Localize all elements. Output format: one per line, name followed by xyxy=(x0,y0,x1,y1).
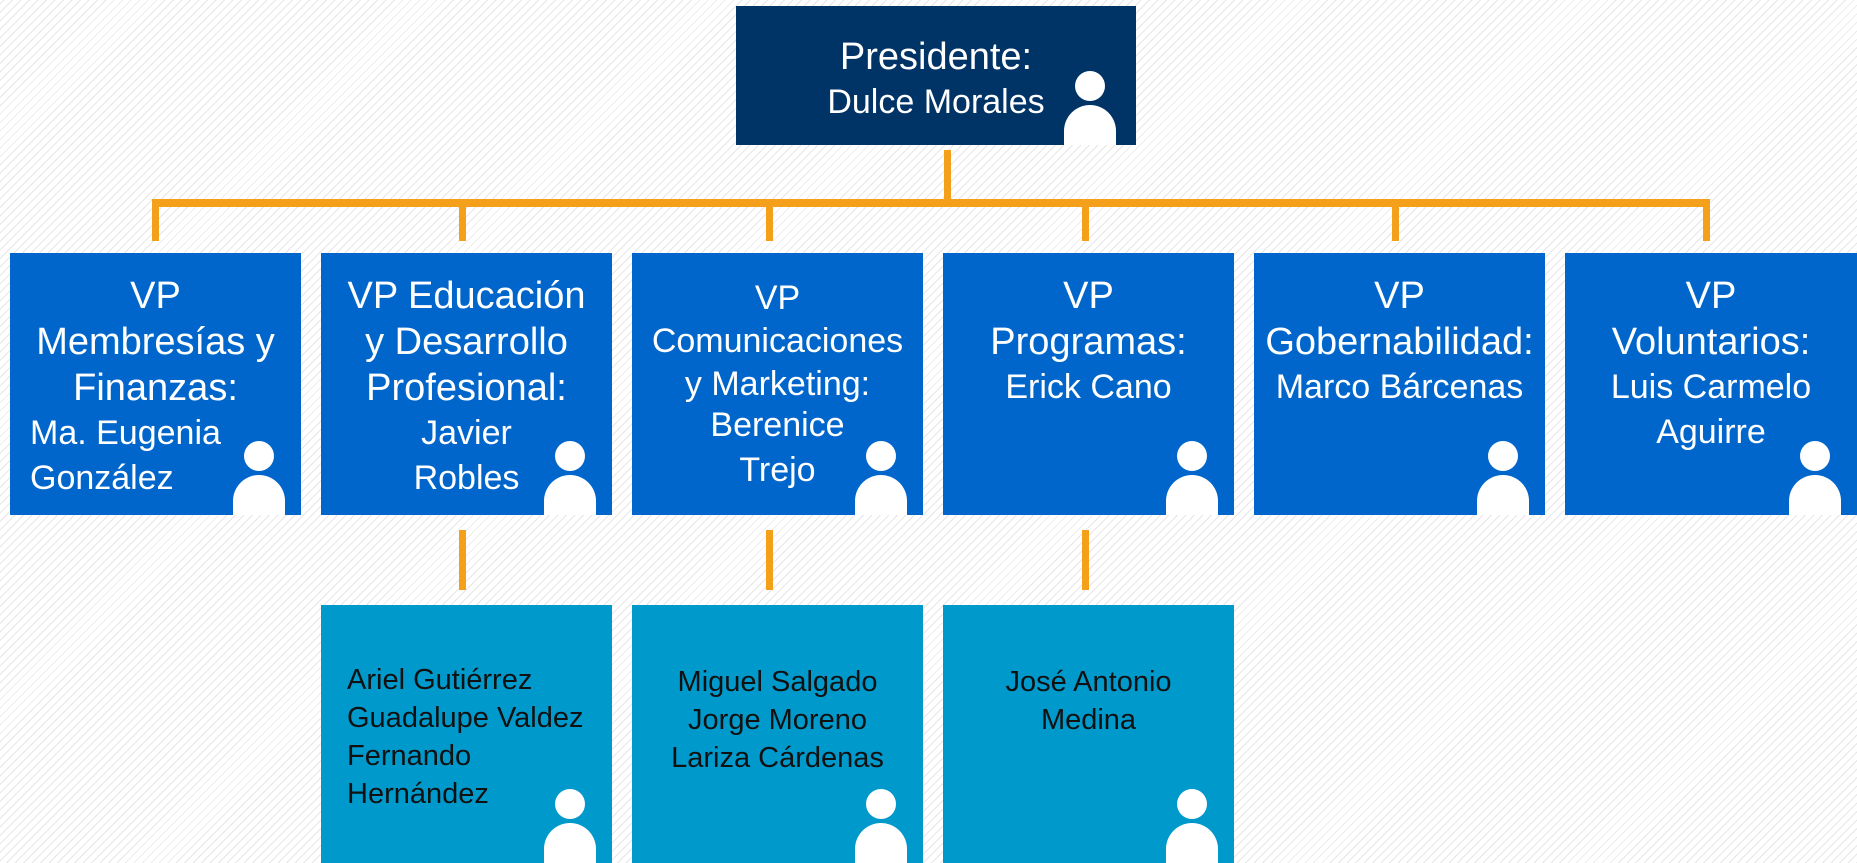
team-member: José Antonio xyxy=(1005,666,1172,698)
vp-title-line: VP xyxy=(1685,275,1737,317)
connector-vp-4 xyxy=(1082,199,1089,241)
vp-name-line: Trejo xyxy=(739,451,816,489)
person-icon xyxy=(1166,441,1218,515)
person-icon xyxy=(544,441,596,515)
vp-title-line: y Marketing: xyxy=(684,365,871,403)
team-members: Miguel Salgado Jorge Moreno Lariza Cárde… xyxy=(632,663,923,777)
vp-title-line: VP xyxy=(754,279,801,317)
vp-title: VP Educación y Desarrollo Profesional: xyxy=(321,273,612,411)
vp-title: VP Membresías y Finanzas: xyxy=(10,273,301,411)
team-member: Medina xyxy=(1040,704,1137,736)
vp-box-voluntarios: VP Voluntarios: Luis Carmelo Aguirre xyxy=(1565,253,1857,515)
vp-name: Berenice Trejo xyxy=(632,403,923,493)
vp-name-line: González xyxy=(30,459,174,497)
vp-name-line: Javier xyxy=(421,414,512,452)
team-box-programas: José Antonio Medina xyxy=(943,605,1234,863)
vp-title-line: Membresías y xyxy=(36,321,275,363)
vp-name-line: Luis Carmelo xyxy=(1610,368,1812,406)
person-icon xyxy=(855,789,907,863)
vp-title-line: Voluntarios: xyxy=(1611,321,1811,363)
person-icon xyxy=(233,441,285,515)
vp-name: Erick Cano xyxy=(943,365,1234,410)
vp-name: Marco Bárcenas xyxy=(1254,365,1545,410)
team-box-educacion: Ariel Gutiérrez Guadalupe Valdez Fernand… xyxy=(321,605,612,863)
vp-box-comunicaciones: VP Comunicaciones y Marketing: Berenice … xyxy=(632,253,923,515)
vp-name-line: Marco Bárcenas xyxy=(1275,368,1524,406)
vp-name: Ma. Eugenia González xyxy=(30,411,221,501)
connector-vp-2 xyxy=(459,199,466,241)
team-member: Hernández xyxy=(347,778,489,810)
vp-title-line: Finanzas: xyxy=(73,367,238,409)
team-member: Ariel Gutiérrez xyxy=(347,664,533,696)
team-box-comunicaciones: Miguel Salgado Jorge Moreno Lariza Cárde… xyxy=(632,605,923,863)
vp-title-line: VP xyxy=(1374,275,1425,317)
connector-vp-5 xyxy=(1392,199,1399,241)
team-members: Ariel Gutiérrez Guadalupe Valdez Fernand… xyxy=(347,661,583,813)
team-member: Jorge Moreno xyxy=(688,704,867,736)
vp-title-line: Programas: xyxy=(990,321,1187,363)
vp-title-line: y Desarrollo xyxy=(365,321,568,363)
team-member: Fernando xyxy=(347,740,472,772)
vp-box-programas: VP Programas: Erick Cano xyxy=(943,253,1234,515)
connector-team-1 xyxy=(459,530,466,590)
person-icon xyxy=(1477,441,1529,515)
connector-president-stem xyxy=(944,150,951,207)
president-title: Presidente: xyxy=(839,36,1033,78)
connector-team-3 xyxy=(1082,530,1089,590)
vp-name-line: Ma. Eugenia xyxy=(30,414,221,452)
vp-title: VP Gobernabilidad: xyxy=(1254,273,1545,365)
vp-title-line: VP xyxy=(1063,275,1114,317)
vp-box-educacion: VP Educación y Desarrollo Profesional: J… xyxy=(321,253,612,515)
person-icon xyxy=(1789,441,1841,515)
team-members: José Antonio Medina xyxy=(943,663,1234,739)
vp-box-membresias: VP Membresías y Finanzas: Ma. Eugenia Go… xyxy=(10,253,301,515)
person-icon xyxy=(1166,789,1218,863)
connector-team-2 xyxy=(766,530,773,590)
vp-title: VP Voluntarios: xyxy=(1565,273,1857,365)
vp-name-line: Erick Cano xyxy=(1005,368,1172,406)
vp-name-line: Robles xyxy=(413,459,520,497)
president-name: Dulce Morales xyxy=(827,83,1045,121)
vp-title: VP Comunicaciones y Marketing: xyxy=(632,277,923,406)
vp-title: VP Programas: xyxy=(943,273,1234,365)
person-icon xyxy=(855,441,907,515)
president-box: Presidente: Dulce Morales xyxy=(736,6,1136,145)
president-text: Presidente: Dulce Morales xyxy=(736,34,1136,125)
connector-vp-3 xyxy=(766,199,773,241)
team-member: Lariza Cárdenas xyxy=(671,742,884,774)
vp-title-line: VP Educación xyxy=(347,275,586,317)
team-member: Miguel Salgado xyxy=(677,666,878,698)
vp-title-line: VP xyxy=(130,275,181,317)
vp-title-line: Comunicaciones xyxy=(651,322,904,360)
vp-name-line: Aguirre xyxy=(1656,413,1766,451)
vp-name: Javier Robles xyxy=(321,411,612,501)
vp-name-line: Berenice xyxy=(710,406,845,444)
connector-vp-6 xyxy=(1703,199,1710,241)
vp-title-line: Profesional: xyxy=(366,367,567,409)
vp-name: Luis Carmelo Aguirre xyxy=(1565,365,1857,455)
person-icon xyxy=(544,789,596,863)
person-icon xyxy=(1064,71,1116,145)
connector-horizontal-bar xyxy=(152,199,1710,207)
team-member: Guadalupe Valdez xyxy=(347,702,584,734)
vp-box-gobernabilidad: VP Gobernabilidad: Marco Bárcenas xyxy=(1254,253,1545,515)
vp-title-line: Gobernabilidad: xyxy=(1265,321,1534,363)
connector-vp-1 xyxy=(152,199,159,241)
